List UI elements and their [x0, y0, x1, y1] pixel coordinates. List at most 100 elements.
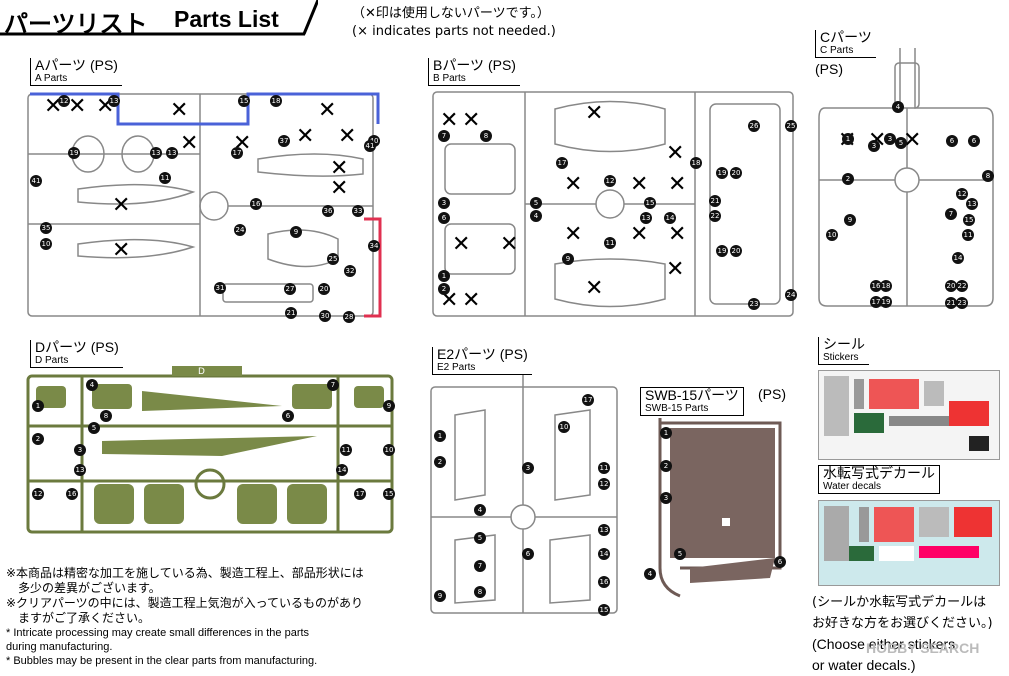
swb-parts-sub: SWB-15 Parts: [645, 403, 709, 414]
not-needed-x-mark: ✕: [462, 108, 481, 133]
a-parts-sub: A Parts: [35, 73, 68, 84]
part-number-swb: 6: [774, 556, 786, 568]
part-number-d: 10: [383, 444, 395, 456]
part-number-a: 30: [319, 310, 331, 322]
footer-en-1: * Intricate processing may create small …: [6, 627, 310, 639]
part-number-c: 23: [956, 297, 968, 309]
part-number-e2: 5: [474, 532, 486, 544]
part-number-c: 12: [956, 188, 968, 200]
part-number-a: 33: [352, 205, 364, 217]
not-needed-x-mark: ✕: [564, 172, 583, 197]
part-number-d: 7: [327, 379, 339, 391]
part-number-a: 13: [166, 147, 178, 159]
part-number-d: 2: [32, 433, 44, 445]
sticker-sheet-art: [824, 376, 989, 451]
part-number-b: 22: [709, 210, 721, 222]
part-number-a: 24: [234, 224, 246, 236]
part-number-b: 14: [664, 212, 676, 224]
part-number-c: 16: [870, 280, 882, 292]
part-number-c: 3: [884, 133, 896, 145]
part-number-a: 32: [344, 265, 356, 277]
part-number-c: 7: [945, 208, 957, 220]
part-number-d: 11: [340, 444, 352, 456]
footer-jp-1b: 多少の差異がございます。: [6, 581, 161, 595]
part-number-c: 14: [952, 252, 964, 264]
part-number-d: 13: [74, 464, 86, 476]
part-number-swb: 3: [660, 492, 672, 504]
part-number-b: 18: [690, 157, 702, 169]
title-banner: [0, 0, 320, 36]
part-number-c: 22: [956, 280, 968, 292]
not-needed-x-mark: ✕: [112, 193, 131, 218]
part-number-e2: 9: [434, 590, 446, 602]
part-number-e2: 15: [598, 604, 610, 616]
b-parts-title: Bパーツ: [433, 57, 485, 73]
part-number-d: 8: [100, 410, 112, 422]
e2-parts-runner: [430, 375, 618, 614]
part-number-a: 28: [343, 311, 355, 323]
part-number-a: 19: [68, 147, 80, 159]
title-banner-shape: [0, 0, 320, 36]
not-needed-x-mark: ✕: [630, 222, 649, 247]
part-number-c: 13: [966, 198, 978, 210]
part-number-a: 17: [231, 147, 243, 159]
not-needed-x-mark: ✕: [564, 222, 583, 247]
not-needed-x-mark: ✕: [330, 176, 349, 201]
part-number-a: 10: [40, 238, 52, 250]
part-number-b: 19: [716, 167, 728, 179]
part-number-d: 15: [383, 488, 395, 500]
c-parts-sub: C Parts: [820, 45, 854, 56]
not-needed-x-mark: ✕: [452, 232, 471, 257]
part-number-b: 20: [730, 245, 742, 257]
part-number-d: 12: [32, 488, 44, 500]
not-needed-x-mark: ✕: [170, 98, 189, 123]
footer-notes: ※本商品は精密な加工を施している為、製造工程上、部品形状には 多少の差異がござい…: [6, 566, 364, 668]
part-number-e2: 11: [598, 462, 610, 474]
not-needed-x-mark: ✕: [440, 108, 459, 133]
choice-jp-line2: お好きな方をお選びください。): [812, 616, 993, 631]
b-parts-sub: B Parts: [433, 73, 466, 84]
c-parts-title: Cパーツ: [820, 29, 872, 45]
part-number-a: 12: [58, 95, 70, 107]
part-number-c: 11: [962, 229, 974, 241]
not-needed-x-mark: ✕: [318, 98, 337, 123]
d-parts-runner: D: [26, 366, 394, 534]
part-number-a: 34: [368, 240, 380, 252]
part-number-d: 3: [74, 444, 86, 456]
part-number-d: 9: [383, 400, 395, 412]
part-number-swb: 2: [660, 460, 672, 472]
part-number-e2: 10: [558, 421, 570, 433]
choice-en-line2: or water decals.): [812, 657, 916, 673]
part-number-c: 2: [842, 173, 854, 185]
part-number-e2: 8: [474, 586, 486, 598]
e2-parts-sub: E2 Parts: [437, 362, 476, 373]
not-needed-x-mark: ✕: [180, 131, 199, 156]
not-needed-x-mark: ✕: [44, 94, 63, 119]
part-number-a: 13: [150, 147, 162, 159]
sticker-choice-note: (シールか水転写式デカールは お好きな方をお選びください。) (Choose e…: [812, 592, 993, 676]
b-parts-label: Bパーツ (PS)B Parts: [428, 58, 520, 86]
stickers-sub: Stickers: [823, 352, 859, 363]
part-number-a: 36: [322, 205, 334, 217]
footer-en-1b: during manufacturing.: [6, 641, 113, 653]
part-number-a: 11: [159, 172, 171, 184]
d-parts-label: Dパーツ (PS)D Parts: [30, 340, 123, 368]
part-number-c: 9: [844, 214, 856, 226]
part-number-e2: 3: [522, 462, 534, 474]
not-needed-x-mark: ✕: [500, 232, 519, 257]
part-number-b: 4: [530, 210, 542, 222]
part-number-swb: 5: [674, 548, 686, 560]
page-title-jp: パーツリスト: [4, 10, 148, 38]
part-number-b: 20: [730, 167, 742, 179]
part-number-b: 25: [785, 120, 797, 132]
part-number-b: 8: [480, 130, 492, 142]
part-number-b: 5: [530, 197, 542, 209]
part-number-c: 4: [892, 101, 904, 113]
page-title-en: Parts List: [174, 6, 279, 32]
part-number-a: 25: [327, 253, 339, 265]
sticker-sheet: [818, 370, 1000, 460]
e2-parts-ps: (PS): [499, 346, 528, 362]
footer-en-2: * Bubbles may be present in the clear pa…: [6, 655, 318, 667]
part-number-c: 19: [880, 296, 892, 308]
